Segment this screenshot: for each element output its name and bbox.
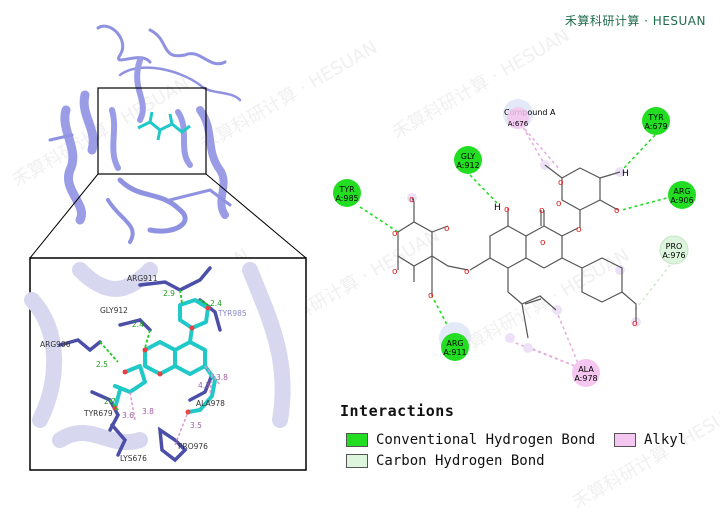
svg-text:o: o: [444, 224, 450, 234]
svg-text:o: o: [576, 225, 582, 235]
label-arg906: ARG906: [40, 340, 71, 349]
legend-item-conventional: Conventional Hydrogen Bond: [346, 432, 595, 448]
label-lys676: LYS676: [120, 454, 147, 463]
interaction-lines: [359, 119, 679, 369]
ligand-overview: [137, 111, 191, 141]
closeup-hbonds: [99, 289, 211, 411]
compound-label: Compound A: [504, 108, 556, 117]
protein-overview: [48, 24, 242, 244]
legend-label: Conventional Hydrogen Bond: [376, 432, 596, 448]
residue-chain-arg906: A:906: [670, 196, 693, 205]
legend-title: Interactions: [340, 402, 455, 420]
legend-item-carbon: Carbon Hydrogen Bond: [346, 453, 545, 469]
zoom-line-left: [29, 173, 99, 259]
distance-label: 3.5: [190, 421, 202, 430]
svg-text:o: o: [614, 206, 620, 216]
svg-text:o: o: [392, 267, 398, 277]
legend-item-alkyl: Alkyl: [614, 432, 686, 448]
svg-text:o: o: [539, 206, 545, 216]
residue-disc-tyr679: [642, 107, 670, 135]
distance-label: 2.4: [132, 320, 144, 329]
closeup-background-ribbons: [24, 262, 291, 451]
residue-chain-tyr985: A:985: [335, 194, 358, 203]
ligand-2d-skeleton: [397, 164, 637, 339]
residue-chain-gly912: A:912: [456, 161, 479, 170]
zoom-box: [97, 87, 207, 175]
svg-text:o: o: [540, 238, 546, 248]
closeup-distances: 2.9 2.4 2.4 2.5 2.7 3.6 3.8 3.8 4.3 3.5: [96, 289, 228, 430]
residue-discs: TYRA:985GLYA:912A:676TYRA:679ARGA:906PRO…: [333, 107, 696, 387]
label-pro976: PRO976: [178, 442, 208, 451]
svg-text:o: o: [392, 229, 398, 239]
residue-disc-pro976: [659, 235, 689, 265]
svg-text:o: o: [556, 199, 562, 209]
svg-text:o: o: [428, 291, 434, 301]
residue-chain-tyr679: A:679: [644, 122, 667, 131]
oxygen-labels: o o o o o o o o o o o o o o: [392, 178, 638, 329]
distance-label: 3.6: [122, 411, 134, 420]
svg-text:o: o: [632, 319, 638, 329]
residue-chain-pro976: A:976: [662, 251, 685, 260]
residue-disc-arg911: [441, 333, 469, 361]
residue-name-ala978: ALA: [578, 365, 594, 374]
residue-disc-arg906: [668, 181, 696, 209]
distance-label: 2.7: [104, 397, 116, 406]
distance-label: 2.5: [96, 360, 108, 369]
distance-label: 2.9: [163, 289, 175, 298]
figure-canvas: ARG911 GLY912 TYR985 ARG906 TYR679 LYS67…: [24, 24, 696, 471]
residue-disc-lys676: [507, 107, 529, 129]
residue-disc-tyr985: [333, 179, 361, 207]
legend-swatch-alkyl: [614, 433, 636, 447]
residue-chain-arg911: A:911: [443, 348, 466, 357]
svg-text:o: o: [464, 267, 470, 277]
zoom-line-right: [205, 173, 307, 259]
residue-name-pro976: PRO: [666, 242, 683, 251]
legend-swatch-conventional: [346, 433, 368, 447]
distance-label: 2.4: [210, 299, 222, 308]
closeup-alkyl-contacts: [129, 365, 221, 446]
residue-chain-ala978: A:978: [574, 374, 597, 383]
svg-text:o: o: [558, 178, 564, 188]
residue-chain-lys676: A:676: [508, 120, 529, 128]
residue-name-arg911: ARG: [446, 339, 463, 348]
residue-name-arg906: ARG: [673, 187, 690, 196]
legend-label: Carbon Hydrogen Bond: [376, 453, 545, 469]
legend-swatch-carbon: [346, 454, 368, 468]
label-gly912: GLY912: [100, 306, 128, 315]
residue-name-gly912: GLY: [461, 152, 476, 161]
hydrogen-label: H: [494, 203, 501, 213]
residue-disc-ala978: [572, 359, 600, 387]
label-arg911: ARG911: [127, 274, 158, 283]
svg-text:o: o: [409, 195, 415, 205]
distance-label: 4.3: [198, 381, 210, 390]
residue-name-tyr985: TYR: [338, 185, 355, 194]
label-tyr679: TYR679: [83, 409, 113, 418]
residue-name-tyr679: TYR: [647, 113, 664, 122]
label-ala978: ALA978: [196, 399, 225, 408]
legend-label: Alkyl: [644, 432, 687, 448]
hydrogen-label: H: [622, 169, 629, 179]
closeup-labels: ARG911 GLY912 TYR985 ARG906 TYR679 LYS67…: [40, 274, 247, 463]
distance-label: 3.8: [142, 407, 154, 416]
residue-disc-gly912: [454, 146, 482, 174]
distance-label: 3.8: [216, 373, 228, 382]
svg-text:o: o: [504, 205, 510, 215]
label-tyr985: TYR985: [217, 309, 247, 318]
brand-label: 禾算科研计算 · HESUAN: [564, 14, 706, 28]
